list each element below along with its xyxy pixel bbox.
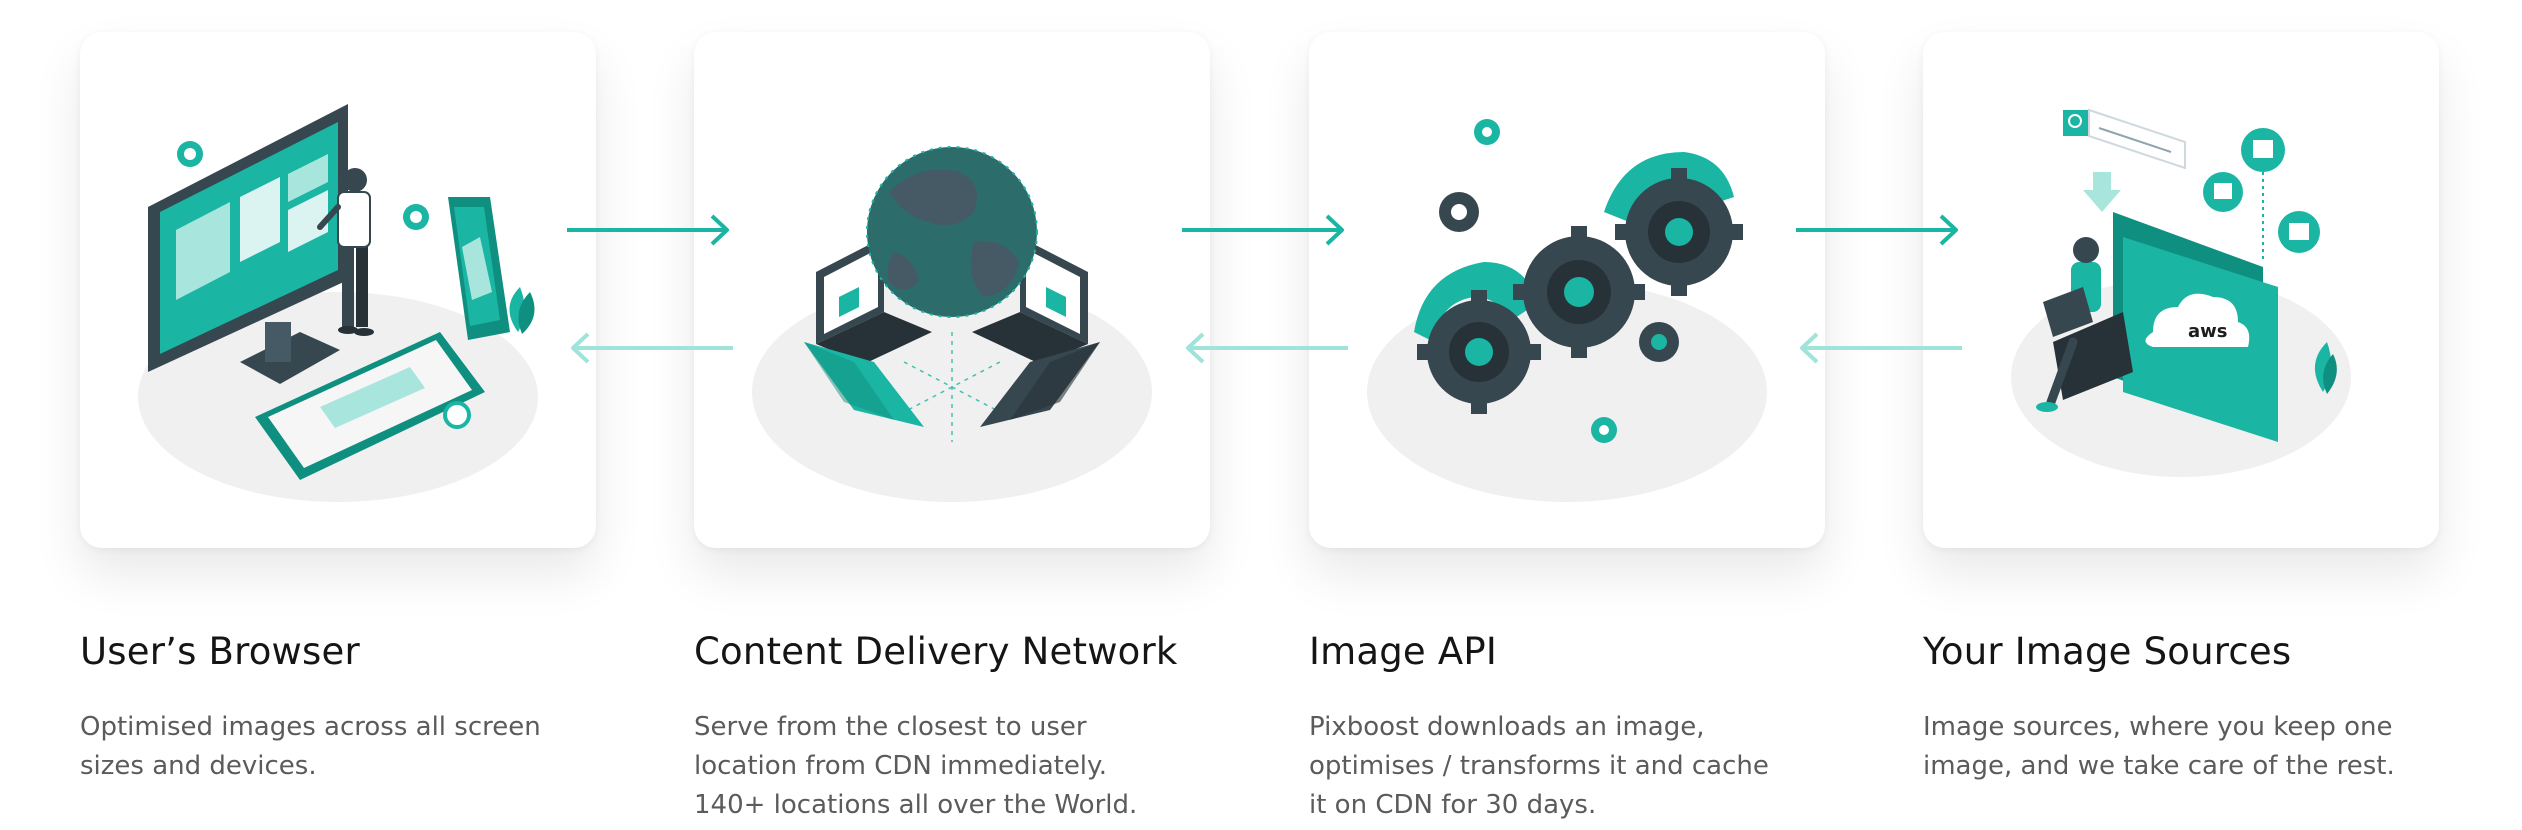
step-description-image-sources: Image sources, where you keep one image,… xyxy=(1923,712,2395,781)
flow-arrows-1 xyxy=(567,214,733,364)
card-cdn xyxy=(694,32,1210,548)
step-title-image-api: Image API xyxy=(1309,630,1497,673)
step-title-image-sources: Your Image Sources xyxy=(1923,630,2292,673)
arrow-right-icon xyxy=(1182,214,1344,246)
step-description-users-browser: Optimised images across all screen sizes… xyxy=(80,712,541,781)
arrow-right-icon xyxy=(567,214,729,246)
step-title-cdn: Content Delivery Network xyxy=(694,630,1178,673)
arrow-right-icon xyxy=(1796,214,1958,246)
step-title-users-browser: User’s Browser xyxy=(80,630,360,673)
flow-arrows-3 xyxy=(1796,214,1962,364)
arrow-left-icon xyxy=(1186,332,1348,364)
gears-illustration xyxy=(1367,119,1767,502)
flow-arrows-2 xyxy=(1182,214,1348,364)
step-description-image-api: Pixboost downloads an image, optimises /… xyxy=(1309,712,1769,820)
cloud-storage-illustration: aws xyxy=(2011,108,2351,477)
arrow-left-icon xyxy=(1800,332,1962,364)
card-image-sources: aws xyxy=(1923,32,2439,548)
browser-devices-illustration xyxy=(138,104,538,502)
globe-network-illustration xyxy=(752,146,1152,502)
aws-badge: aws xyxy=(2188,321,2228,342)
step-description-cdn: Serve from the closest to user location … xyxy=(694,712,1138,820)
card-image-api xyxy=(1309,32,1825,548)
card-users-browser xyxy=(80,32,596,548)
arrow-left-icon xyxy=(571,332,733,364)
